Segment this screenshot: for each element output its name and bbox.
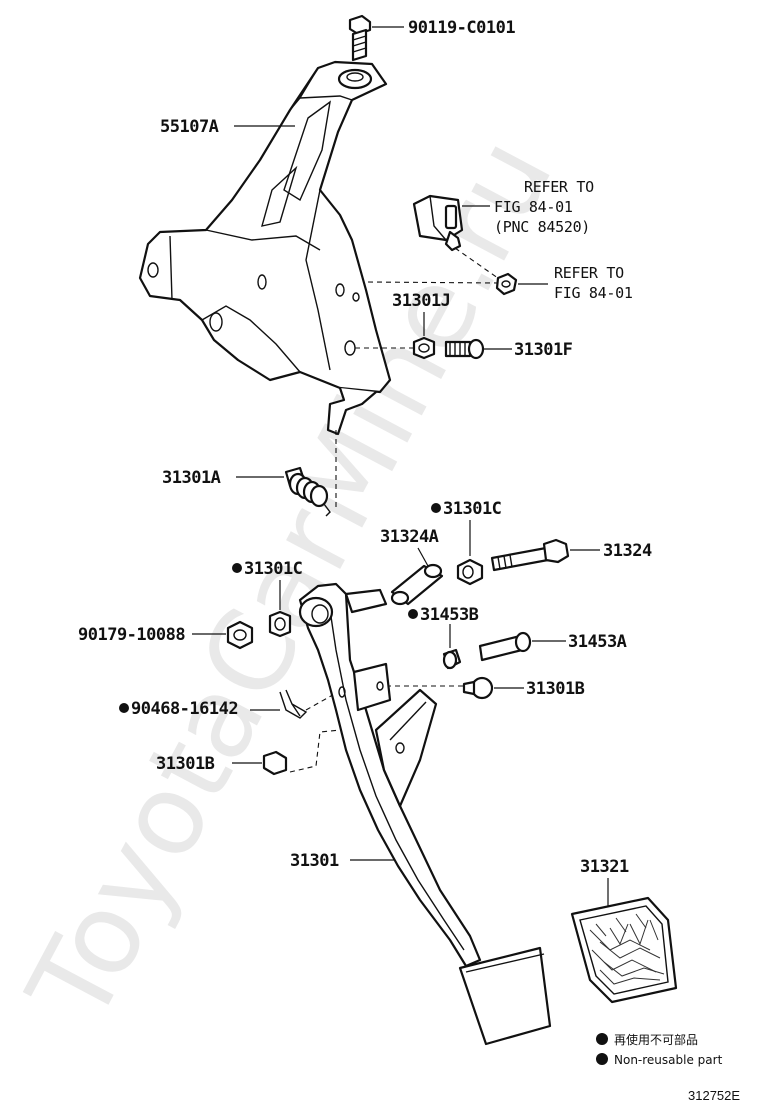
legend-dot-icon — [596, 1033, 608, 1045]
washer-31301c-left-icon — [268, 610, 292, 638]
non-reusable-dot-icon — [431, 503, 441, 513]
non-reusable-dot-icon — [119, 703, 129, 713]
collar-31324a-icon — [390, 563, 444, 606]
stud-31301f-icon — [444, 338, 485, 360]
label-31301: 31301 — [290, 851, 339, 871]
stopper-31301b-left-icon — [262, 750, 288, 776]
label-31301a: 31301A — [162, 468, 221, 488]
label-55107a: 55107A — [160, 117, 219, 137]
stop-lamp-switch-icon — [412, 194, 464, 252]
figure-code: 312752E — [688, 1088, 740, 1103]
label-31301c-left: 31301C — [244, 559, 302, 579]
label-31301f: 31301F — [514, 340, 573, 360]
stopper-31301b-right-icon — [462, 676, 494, 700]
label-31453a: 31453A — [568, 632, 627, 652]
pedal-bracket-55107a — [138, 60, 392, 436]
legend-jp: 再使用不可部品 — [614, 1032, 698, 1047]
refer-note-1-line2: FIG 84-01 — [494, 198, 573, 216]
legend-dot-icon — [596, 1053, 608, 1065]
bolt-90119-icon — [348, 14, 372, 62]
pedal-arm-31301 — [298, 582, 552, 1046]
washer-31301c-right-icon — [456, 558, 484, 586]
nut-31301j-icon — [412, 336, 436, 360]
label-31324a: 31324A — [380, 527, 439, 547]
label-31324: 31324 — [603, 541, 652, 561]
refer-note-2-line1: REFER TO — [554, 264, 624, 282]
spring-31301a-icon — [284, 466, 331, 517]
bush-31453b-icon — [442, 648, 462, 670]
bolt-31324-icon — [490, 538, 570, 572]
non-reusable-dot-icon — [232, 563, 242, 573]
non-reusable-dot-icon — [408, 609, 418, 619]
legend-en: Non-reusable part — [614, 1053, 723, 1067]
pin-31453a-icon — [478, 631, 532, 662]
label-31301b-left: 31301B — [156, 754, 215, 774]
label-31301j: 31301J — [392, 291, 450, 311]
label-90468-16142: 90468-16142 — [131, 699, 238, 719]
label-31301b-right: 31301B — [526, 679, 585, 699]
switch-nut-icon — [495, 272, 518, 296]
nut-90179-icon — [226, 620, 254, 650]
refer-note-1-line1: REFER TO — [524, 178, 594, 196]
refer-note-2-line2: FIG 84-01 — [554, 284, 633, 302]
label-31453b: 31453B — [420, 605, 479, 625]
label-90119-c0101: 90119-C0101 — [408, 18, 515, 38]
label-90179-10088: 90179-10088 — [78, 625, 185, 645]
refer-note-1-line3: (PNC 84520) — [494, 218, 590, 236]
label-31321: 31321 — [580, 857, 629, 877]
clip-90468-icon — [279, 689, 308, 719]
pedal-pad-31321-icon — [570, 896, 678, 1004]
label-31301c-right: 31301C — [443, 499, 501, 519]
